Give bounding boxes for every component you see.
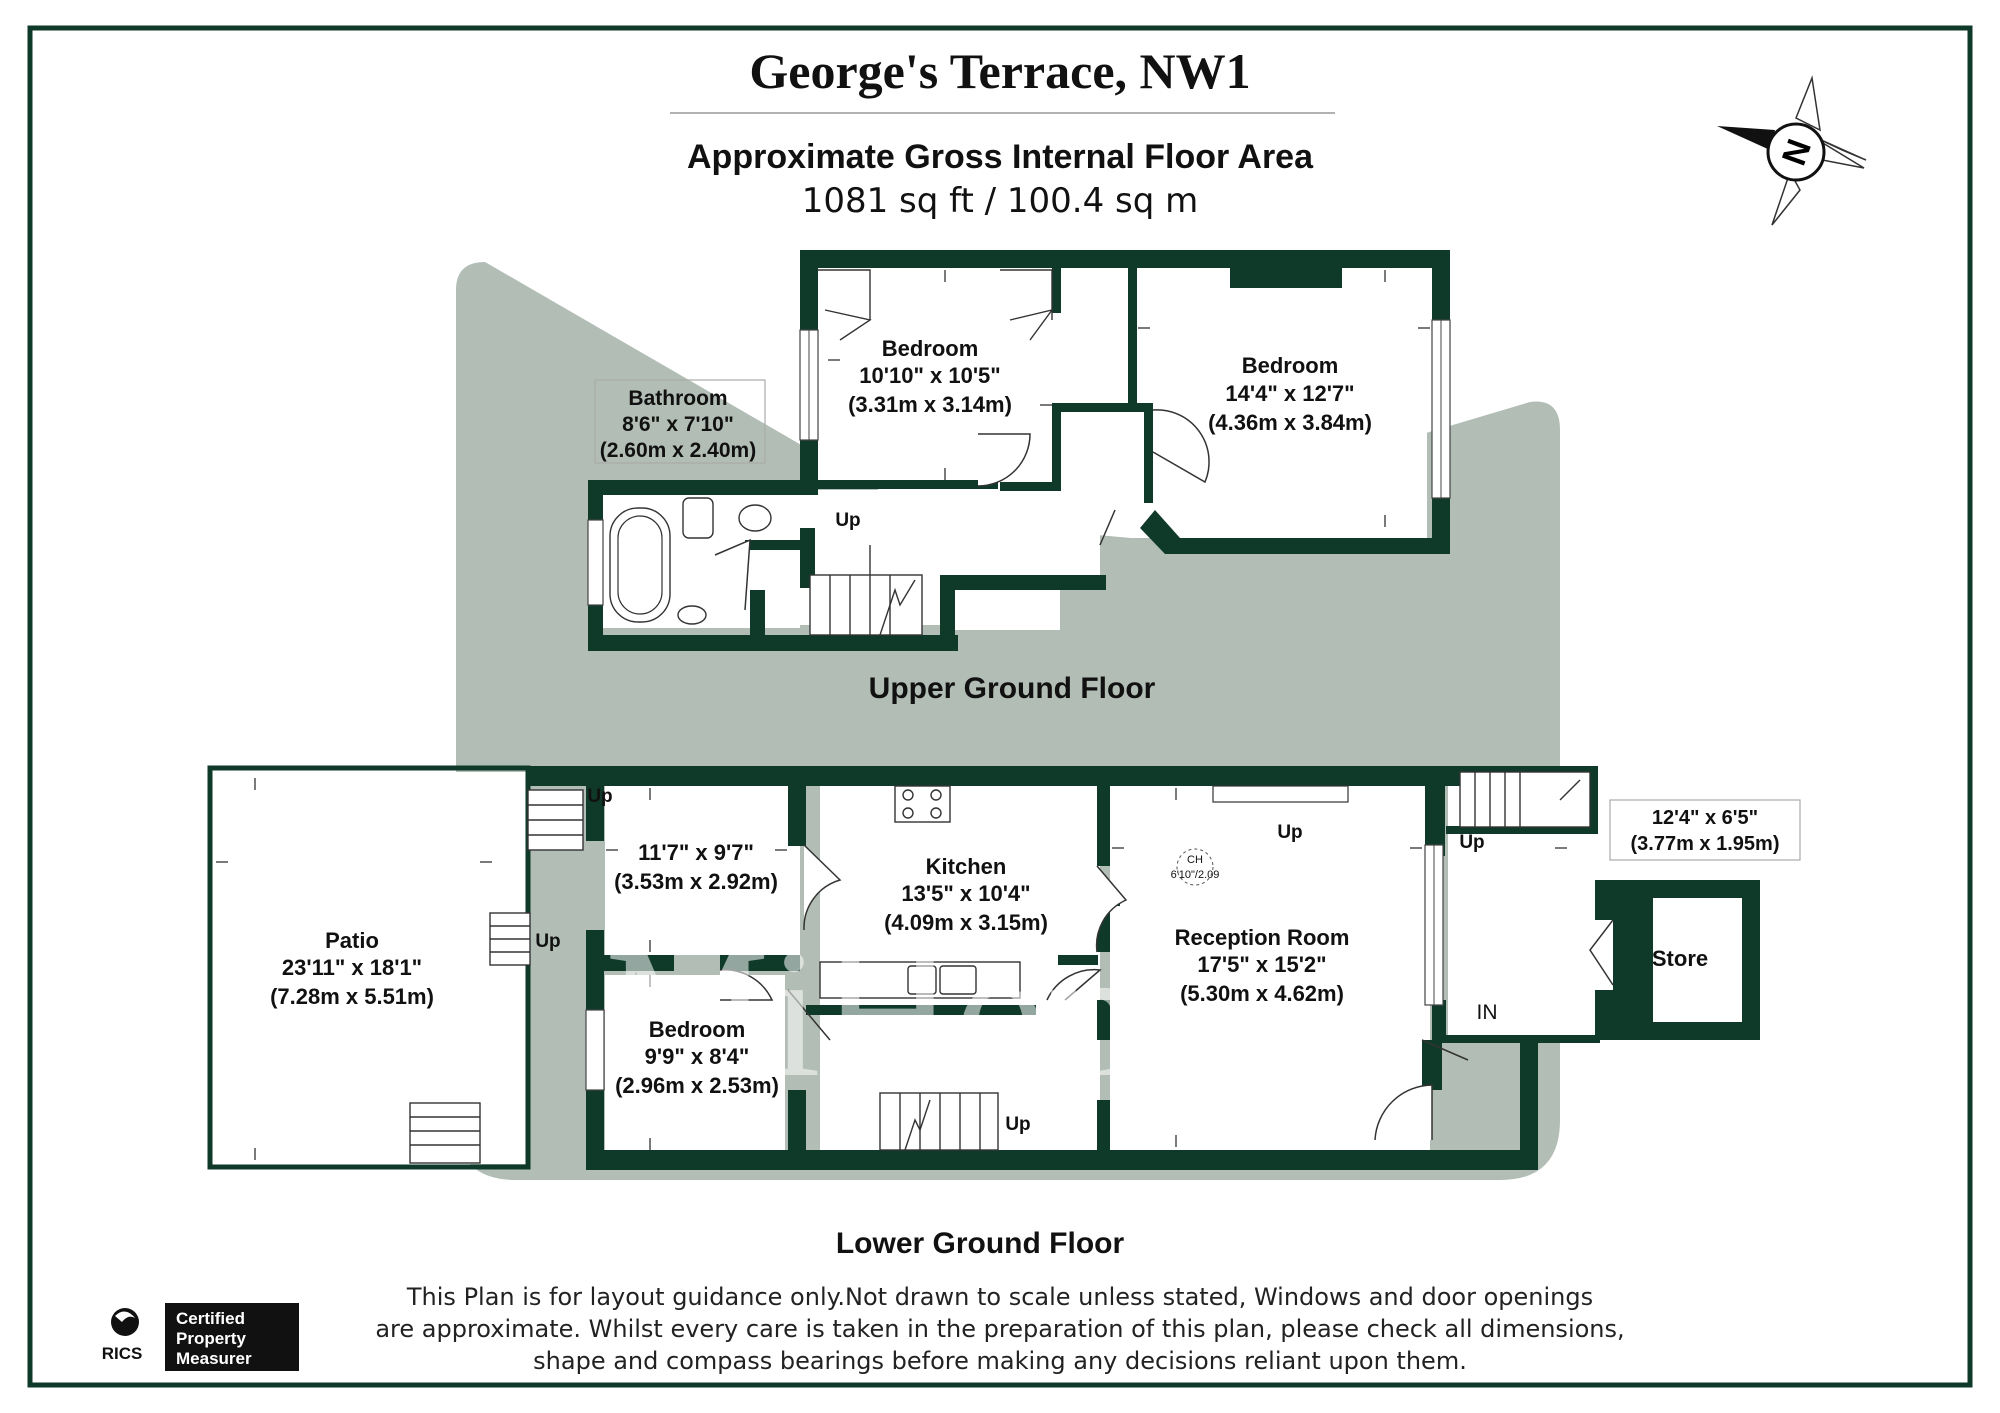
bedroom-upper-right-imperial: 14'4" x 12'7"	[1225, 381, 1354, 406]
disclaimer-line-1: This Plan is for layout guidance only.No…	[406, 1283, 1593, 1311]
bedroom-upper-right-metric: (4.36m x 3.84m)	[1208, 410, 1372, 435]
kitchen-imperial: 13'5" x 10'4"	[901, 881, 1030, 906]
bathroom-imperial: 8'6" x 7'10"	[622, 413, 734, 436]
north-arrow-icon: N	[1717, 75, 1867, 226]
disclaimer-line-2: are approximate. Whilst every care is ta…	[375, 1315, 1624, 1343]
upper-floor-label: Upper Ground Floor	[869, 672, 1156, 705]
lower-stairs-up-label-1: Up	[587, 786, 612, 807]
reception-name: Reception Room	[1175, 925, 1350, 950]
area-value: 1081 sq ft / 100.4 sq m	[802, 181, 1199, 221]
rics-lion-icon	[111, 1308, 139, 1336]
store-imperial: 12'4" x 6'5"	[1652, 807, 1758, 829]
ceiling-height-label: CH	[1187, 854, 1203, 866]
reception-imperial: 17'5" x 15'2"	[1197, 952, 1326, 977]
bedroom-upper-right-name: Bedroom	[1242, 353, 1339, 378]
rics-logo-text: RICS	[102, 1344, 143, 1363]
upper-stairs-up-label: Up	[835, 510, 860, 531]
dimension-ticks-upper	[828, 270, 1430, 527]
bedroom-upper-left-imperial: 10'10" x 10'5"	[859, 363, 1000, 388]
stairs-upper	[809, 545, 923, 636]
watermark-text: MiHomes	[605, 911, 1345, 1116]
page-title: George's Terrace, NW1	[749, 43, 1250, 99]
badge-line-1: Certified	[176, 1309, 245, 1328]
ceiling-height-value: 6'10"/2.09	[1171, 869, 1220, 881]
kitchen-metric: (4.09m x 3.15m)	[884, 910, 1048, 935]
bathroom-name: Bathroom	[628, 387, 727, 410]
room-unnamed-metric: (3.53m x 2.92m)	[614, 869, 778, 894]
kitchen-name: Kitchen	[926, 854, 1007, 879]
lower-stairs-up-label-2: Up	[535, 931, 560, 952]
patio-imperial: 23'11" x 18'1"	[282, 955, 422, 980]
bathroom-metric: (2.60m x 2.40m)	[600, 439, 756, 462]
patio-name: Patio	[325, 928, 379, 953]
bedroom-lower-metric: (2.96m x 2.53m)	[615, 1073, 779, 1098]
lower-ground-floor	[207, 765, 1801, 1170]
lower-stairs-up-label-3: Up	[1277, 822, 1302, 843]
room-unnamed-imperial: 11'7" x 9'7"	[638, 840, 754, 865]
entrance-label: IN	[1477, 1001, 1498, 1024]
lower-stairs-up-label-4: Up	[1459, 832, 1484, 853]
bedroom-lower-imperial: 9'9" x 8'4"	[645, 1044, 750, 1069]
disclaimer-line-3: shape and compass bearings before making…	[533, 1347, 1467, 1375]
area-heading: Approximate Gross Internal Floor Area	[687, 138, 1314, 176]
upper-ground-floor	[587, 250, 1451, 651]
bedroom-lower-name: Bedroom	[649, 1017, 746, 1042]
lower-stairs-up-label-5: Up	[1005, 1114, 1030, 1135]
lower-floor-label: Lower Ground Floor	[836, 1227, 1125, 1260]
store-metric: (3.77m x 1.95m)	[1631, 833, 1780, 855]
badge-line-3: Measurer	[176, 1349, 252, 1368]
badge-line-2: Property	[176, 1329, 246, 1348]
reception-metric: (5.30m x 4.62m)	[1180, 981, 1344, 1006]
rics-badge: RICS Certified Property Measurer	[102, 1303, 299, 1371]
bedroom-upper-left-name: Bedroom	[882, 336, 979, 361]
store-name: Store	[1652, 946, 1708, 971]
patio-metric: (7.28m x 5.51m)	[270, 984, 434, 1009]
page-frame	[27, 25, 1973, 1388]
bedroom-upper-left-metric: (3.31m x 3.14m)	[848, 392, 1012, 417]
